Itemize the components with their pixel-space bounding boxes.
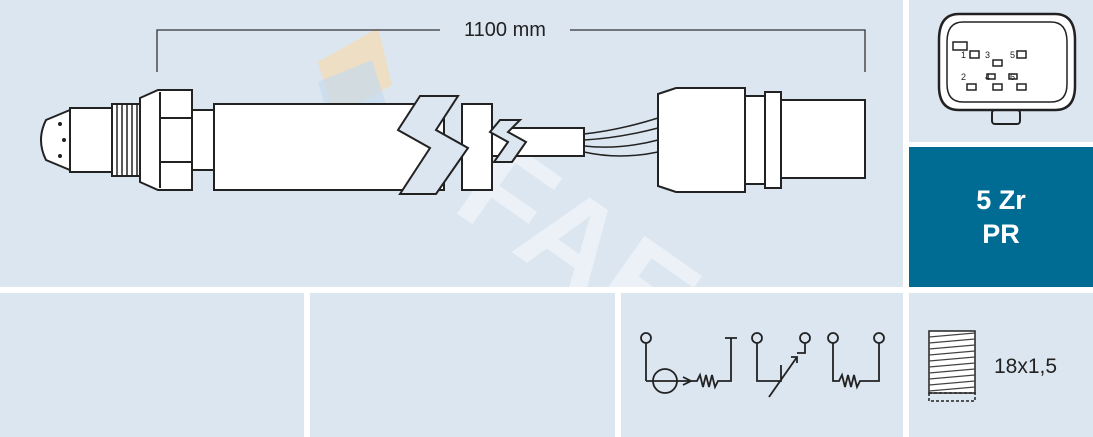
sensor-drawing-panel: FAE 1100 mm [0, 0, 903, 287]
sensor-type-badge: 5 Zr PR [909, 147, 1093, 287]
empty-cell-1 [0, 293, 304, 437]
cable-length-label: 1100 mm [440, 18, 570, 42]
dimension-line [156, 29, 866, 72]
thread-size-label: 18x1,5 [994, 355, 1058, 378]
circuit-diagram-icon [640, 332, 885, 398]
connector-pinout-panel: 1 3 5 2 4 6 [909, 0, 1093, 142]
empty-cell-2 [310, 293, 615, 437]
pin-label: 6 [1010, 72, 1015, 82]
connector-pinout-icon: 1 3 5 2 4 6 [937, 12, 1077, 125]
pin-label: 1 [961, 50, 966, 60]
pin-label: 3 [985, 50, 990, 60]
badge-line-2: PR [982, 219, 1020, 249]
pin-label: 2 [961, 72, 966, 82]
thread-icon [928, 330, 976, 402]
thread-cell [909, 293, 1093, 437]
circuit-cell [621, 293, 903, 437]
badge-line-1: 5 Zr [976, 185, 1026, 215]
pin-label: 5 [1010, 50, 1015, 60]
oxygen-sensor-icon [40, 87, 866, 195]
